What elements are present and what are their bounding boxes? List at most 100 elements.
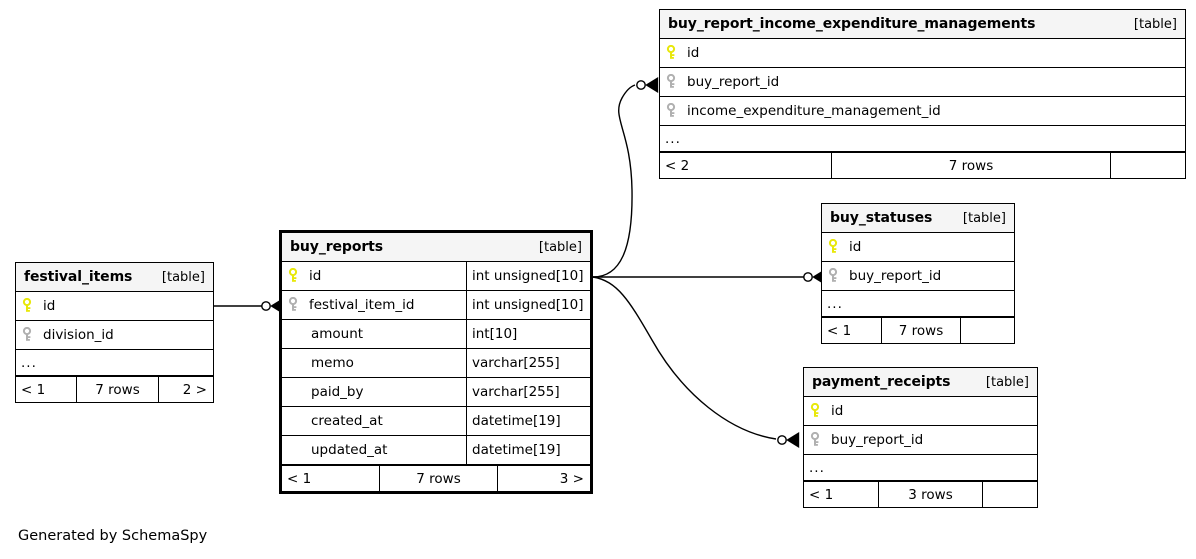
column-type-cell: datetime[19] xyxy=(466,436,596,464)
optional-marker-circle xyxy=(777,435,787,445)
column-name-cell: division_id xyxy=(16,321,213,349)
column-label: division_id xyxy=(43,327,114,343)
primary-key-icon xyxy=(288,268,298,282)
table-header-buy_report_income_expenditure_managements: buy_report_income_expenditure_management… xyxy=(660,10,1185,39)
row-count: 7 rows xyxy=(831,153,1111,178)
more-columns-indicator: ... xyxy=(660,126,1185,152)
column-row[interactable]: income_expenditure_management_id xyxy=(660,97,1185,126)
column-label: id xyxy=(687,45,700,61)
primary-key-icon xyxy=(828,239,838,253)
column-name-cell: id xyxy=(804,397,1037,425)
table-type-tag: [table] xyxy=(985,374,1029,390)
table-buy_report_income_expenditure_managements[interactable]: buy_report_income_expenditure_management… xyxy=(659,9,1186,179)
parent-relations-count: < 1 xyxy=(827,322,852,339)
column-name-cell: id xyxy=(16,292,213,320)
column-name-cell: id xyxy=(822,233,1014,261)
parent-relations-count: < 1 xyxy=(287,470,312,487)
relationship-line xyxy=(592,84,636,278)
column-name-cell: income_expenditure_management_id xyxy=(660,97,1185,125)
column-label: paid_by xyxy=(311,384,364,400)
primary-key-icon xyxy=(666,45,676,59)
column-row[interactable]: id xyxy=(804,397,1037,426)
column-name-cell: id xyxy=(660,39,1185,67)
column-type-cell: varchar[255] xyxy=(466,378,596,406)
table-type-tag: [table] xyxy=(1133,16,1177,32)
optional-marker-circle xyxy=(803,272,813,282)
parent-relations-count: < 2 xyxy=(665,157,690,174)
column-label: amount xyxy=(311,326,364,342)
rel-buy-reports-to-buy-statuses xyxy=(593,269,826,285)
table-footer-buy_report_income_expenditure_managements: < 2 7 rows xyxy=(660,152,1185,178)
table-title: buy_reports xyxy=(290,239,383,255)
table-header-buy_reports: buy_reports [table] xyxy=(282,233,590,262)
column-name-cell: buy_report_id xyxy=(660,68,1185,96)
parent-relations-count: < 1 xyxy=(809,486,834,503)
table-header-payment_receipts: payment_receipts [table] xyxy=(804,368,1037,397)
column-name-cell: updated_at xyxy=(282,436,466,464)
foreign-key-icon xyxy=(288,297,298,311)
column-row[interactable]: buy_report_id xyxy=(660,68,1185,97)
column-row[interactable]: buy_report_id xyxy=(822,262,1014,291)
rel-buy-reports-to-income-expenditure xyxy=(592,77,659,278)
table-title: payment_receipts xyxy=(812,374,951,390)
column-type-cell: int unsigned[10] xyxy=(466,291,596,319)
column-name-cell: amount xyxy=(282,320,466,348)
row-count: 3 rows xyxy=(878,482,983,507)
crows-foot-marker xyxy=(645,77,659,93)
column-row[interactable]: buy_report_id xyxy=(804,426,1037,455)
column-label: id xyxy=(309,268,322,284)
row-count: 7 rows xyxy=(76,377,159,402)
column-row[interactable]: division_id xyxy=(16,321,213,350)
foreign-key-icon xyxy=(810,432,820,446)
primary-key-icon xyxy=(22,298,32,312)
table-type-tag: [table] xyxy=(962,210,1006,226)
column-name-cell: buy_report_id xyxy=(822,262,1014,290)
foreign-key-icon xyxy=(828,268,838,282)
column-name-cell: id xyxy=(282,262,466,290)
column-name-cell: created_at xyxy=(282,407,466,435)
column-name-cell: buy_report_id xyxy=(804,426,1037,454)
column-name-cell: paid_by xyxy=(282,378,466,406)
relationship-line xyxy=(592,276,777,440)
column-row[interactable]: id xyxy=(822,233,1014,262)
column-label: buy_report_id xyxy=(831,432,924,448)
column-label: id xyxy=(43,298,56,314)
column-type-cell: varchar[255] xyxy=(466,349,596,377)
child-relations-count: 2 > xyxy=(182,381,207,398)
foreign-key-icon xyxy=(22,327,32,341)
column-row[interactable]: id xyxy=(16,292,213,321)
column-label: memo xyxy=(311,355,354,371)
rel-buy-reports-to-payment-receipts xyxy=(592,276,800,448)
table-type-tag: [table] xyxy=(538,239,582,255)
column-row[interactable]: id xyxy=(660,39,1185,68)
generator-credit: Generated by SchemaSpy xyxy=(18,528,208,544)
more-columns-indicator: ... xyxy=(16,350,213,376)
optional-marker-circle xyxy=(636,80,646,90)
table-type-tag: [table] xyxy=(161,269,205,285)
column-label: created_at xyxy=(311,413,383,429)
foreign-key-icon xyxy=(666,103,676,117)
table-footer-payment_receipts: < 1 3 rows xyxy=(804,481,1037,507)
row-count: 7 rows xyxy=(881,318,961,343)
column-name-cell: memo xyxy=(282,349,466,377)
primary-key-icon xyxy=(810,403,820,417)
table-title: festival_items xyxy=(24,269,133,285)
column-label: buy_report_id xyxy=(687,74,780,90)
child-relations-count: 3 > xyxy=(559,470,584,487)
column-name-cell: festival_item_id xyxy=(282,291,466,319)
table-title: buy_report_income_expenditure_management… xyxy=(668,16,1036,32)
